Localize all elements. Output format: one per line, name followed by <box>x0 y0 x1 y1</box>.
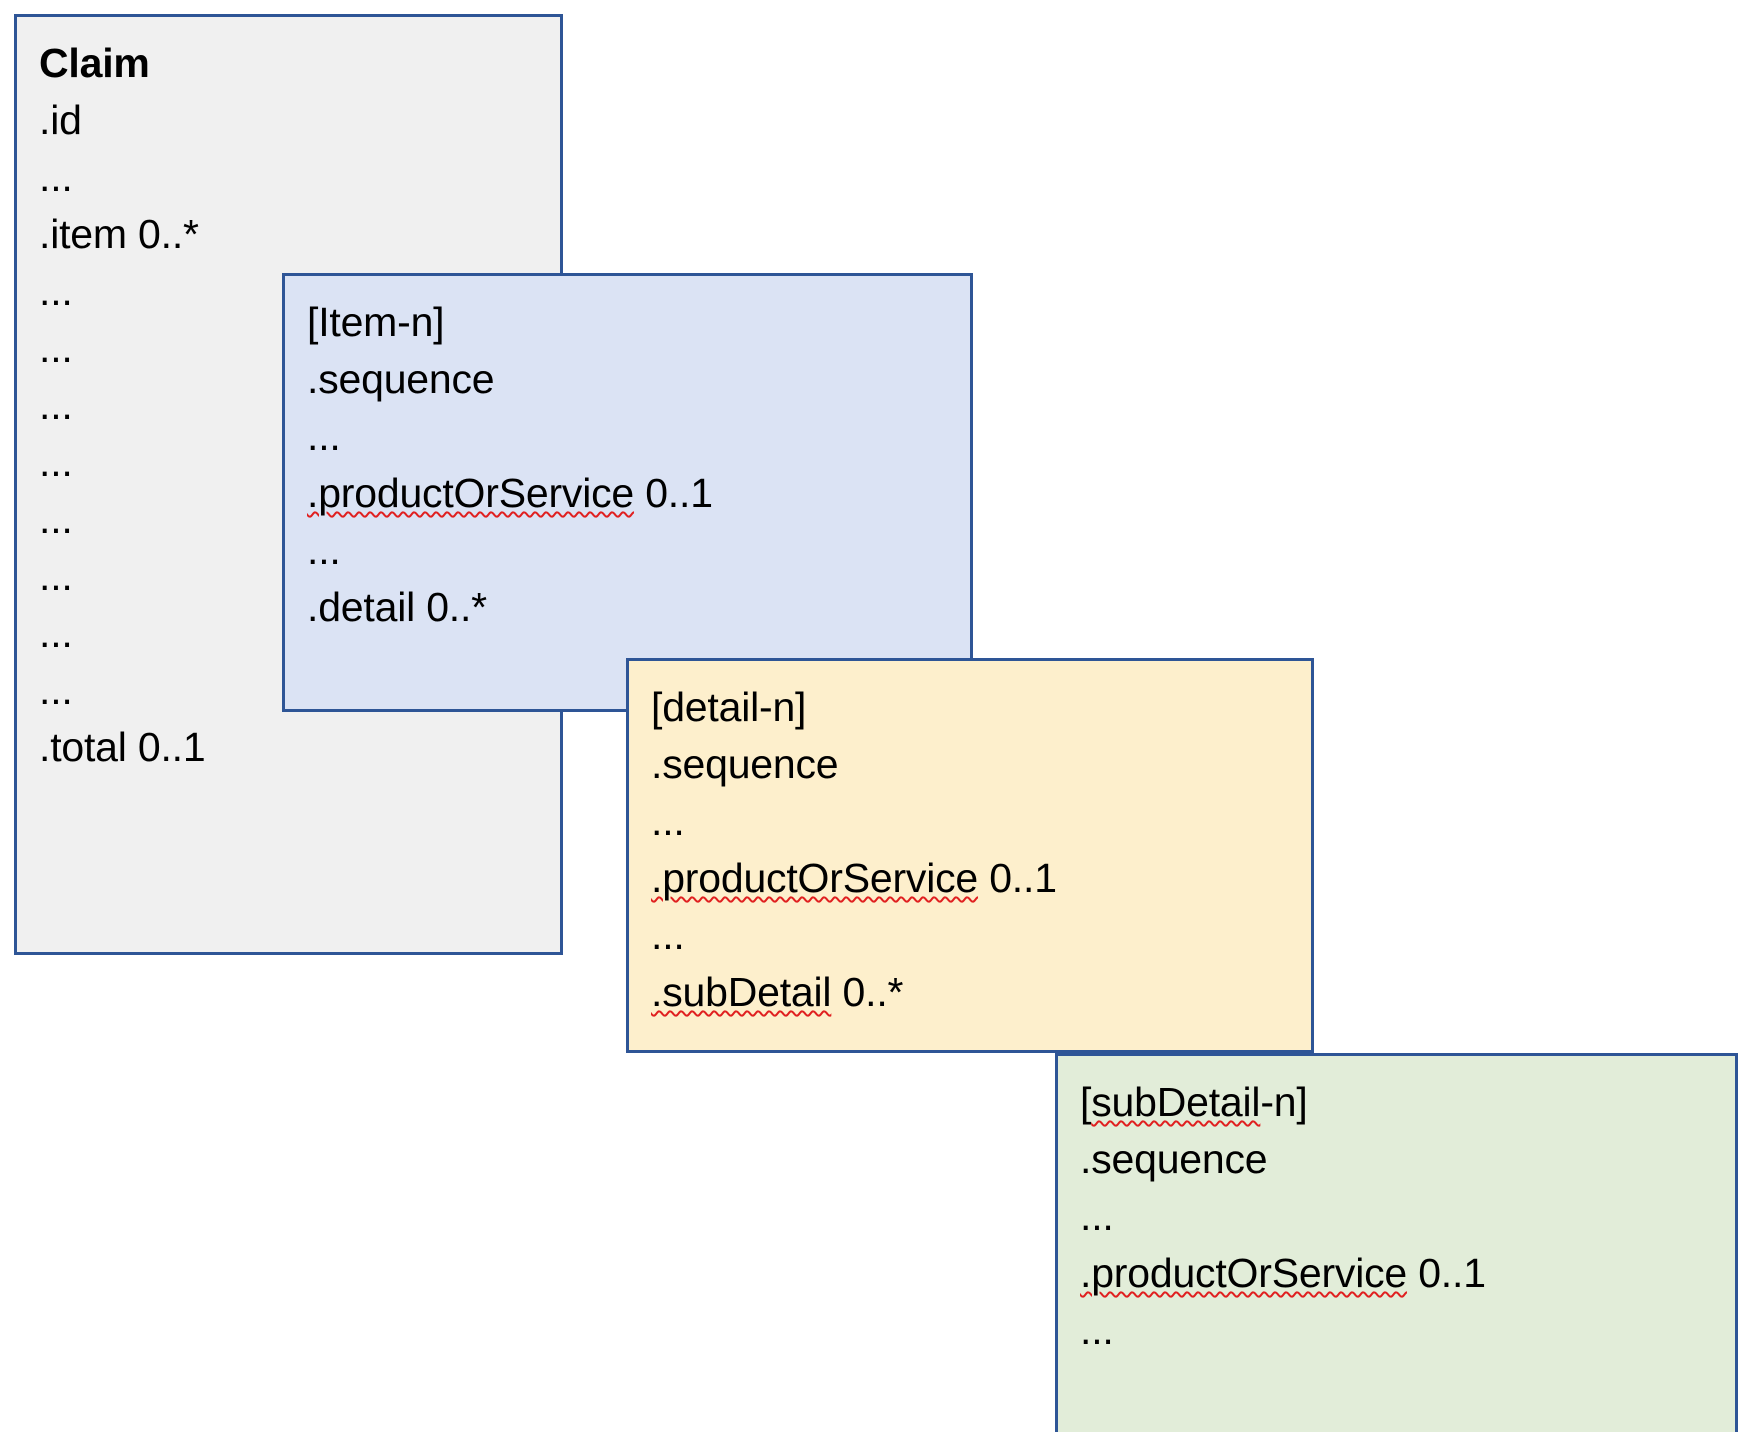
box-line: ... <box>39 439 73 485</box>
box-line: .sequence <box>1080 1136 1268 1182</box>
box-line: ... <box>39 268 73 314</box>
item-box: [Item-n] .sequence... .productOrService 0.… <box>282 273 973 712</box>
box-line: [Item-n] <box>307 299 445 345</box>
spellcheck-underline: subDetail <box>1091 1079 1261 1125</box>
box-line: ... <box>307 527 341 573</box>
box-line: Claim <box>39 40 150 86</box>
spellcheck-underline: .subDetail <box>651 969 832 1015</box>
box-line: .subDetail 0..* <box>651 969 904 1015</box>
box-line: .id <box>39 97 82 143</box>
box-line: [detail-n] <box>651 684 807 730</box>
subdetail-box: [subDetail-n] .sequence... .productOrServi… <box>1055 1053 1738 1432</box>
box-line: ... <box>307 413 341 459</box>
box-line: ... <box>39 553 73 599</box>
box-line: ... <box>39 382 73 428</box>
box-line: .productOrService 0..1 <box>1080 1250 1486 1296</box>
box-line: ... <box>1080 1193 1114 1239</box>
box-line: .sequence <box>651 741 839 787</box>
box-line: .item 0..* <box>39 211 199 257</box>
detail-box: [detail-n] .sequence... .productOrService … <box>626 658 1314 1053</box>
box-line: [subDetail-n] <box>1080 1079 1308 1125</box>
spellcheck-underline: .productOrService <box>651 855 979 901</box>
box-line: .productOrService 0..1 <box>307 470 713 516</box>
box-line: ... <box>651 798 685 844</box>
box-line: ... <box>39 325 73 371</box>
box-line: .total 0..1 <box>39 724 206 770</box>
box-line: .detail 0..* <box>307 584 487 630</box>
box-line: .productOrService 0..1 <box>651 855 1057 901</box>
box-line: ... <box>39 610 73 656</box>
box-line: ... <box>651 912 685 958</box>
box-line: ... <box>39 154 73 200</box>
spellcheck-underline: .productOrService <box>1080 1250 1408 1296</box>
box-line: ... <box>1080 1307 1114 1353</box>
box-line: ... <box>39 496 73 542</box>
box-line: ... <box>39 667 73 713</box>
spellcheck-underline: .productOrService <box>307 470 635 516</box>
box-line: .sequence <box>307 356 495 402</box>
